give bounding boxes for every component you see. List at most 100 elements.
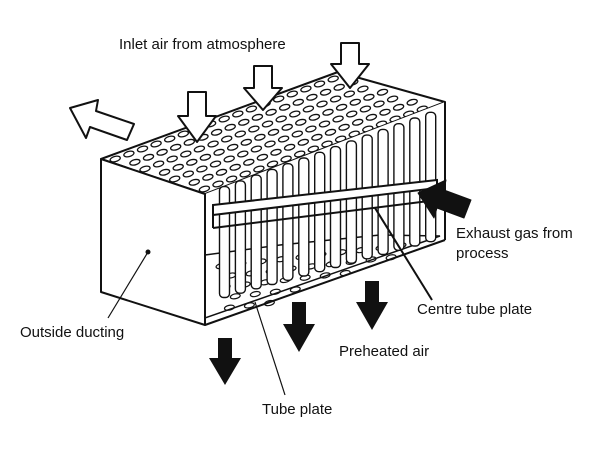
inlet-air-label: Inlet air from atmosphere: [119, 36, 286, 53]
plate-hole: [224, 123, 236, 131]
plate-hole: [248, 125, 260, 133]
plate-hole: [229, 163, 241, 171]
plate-hole: [306, 93, 318, 101]
plate-hole: [302, 105, 315, 113]
plate-hole: [300, 85, 312, 93]
plate-hole: [196, 165, 208, 173]
plate-hole: [225, 175, 238, 183]
plate-hole: [289, 110, 301, 118]
exhaust-gas-label-line2: process: [456, 245, 509, 262]
plate-hole: [209, 160, 222, 168]
plate-hole: [281, 123, 293, 131]
plate-hole: [286, 90, 299, 98]
plate-hole: [280, 155, 292, 163]
plate-hole: [237, 150, 249, 158]
plate-hole: [240, 138, 253, 146]
plate-hole: [295, 118, 307, 126]
plate-hole: [198, 185, 211, 193]
plate-hole: [229, 293, 241, 300]
plate-hole: [199, 153, 212, 161]
plate-hole: [188, 178, 201, 186]
inlet-arrow-left: [177, 91, 217, 143]
plate-hole: [223, 155, 235, 163]
plate-hole: [386, 95, 399, 103]
plate-hole: [305, 125, 317, 133]
preheated-arrow-1: [209, 338, 241, 385]
plate-hole: [182, 170, 195, 178]
plate-hole: [292, 98, 305, 106]
plate-hole: [256, 153, 269, 161]
plate-hole: [322, 108, 334, 116]
tube: [314, 151, 326, 273]
plate-hole: [373, 100, 385, 108]
tube: [234, 180, 247, 294]
plate-hole: [264, 140, 276, 148]
plate-hole: [166, 155, 178, 163]
plate-hole: [129, 158, 141, 166]
plate-hole: [109, 155, 121, 163]
plate-hole: [270, 148, 282, 156]
plate-hole: [267, 128, 280, 136]
plate-hole: [193, 145, 206, 153]
plate-hole: [308, 113, 321, 121]
bottom-right-edge: [204, 239, 446, 326]
plate-hole: [223, 304, 235, 311]
plate-hole: [210, 128, 223, 136]
plate-hole: [307, 145, 320, 153]
plate-hole: [365, 113, 378, 121]
plate-hole: [316, 100, 328, 108]
plate-hole: [232, 110, 244, 118]
plate-hole: [212, 180, 224, 188]
plate-hole: [163, 135, 176, 143]
plate-hole: [139, 165, 151, 173]
plate-hole: [278, 103, 291, 111]
plate-hole: [243, 158, 255, 166]
inlet-arrow-right: [330, 42, 370, 89]
plate-hole: [319, 272, 331, 279]
plate-hole: [327, 75, 339, 83]
plate-hole: [215, 168, 228, 176]
plate-hole: [349, 98, 362, 106]
plate-hole: [351, 118, 364, 126]
plate-hole: [272, 95, 285, 103]
plate-hole: [357, 85, 369, 93]
plate-hole: [376, 88, 389, 96]
plate-hole: [329, 95, 342, 103]
plate-hole: [183, 138, 196, 146]
top-plate-holes: [109, 75, 429, 193]
tube: [282, 162, 294, 281]
plate-hole: [180, 150, 192, 158]
plate-hole: [136, 145, 149, 153]
plate-hole: [261, 120, 274, 128]
exhaust-gas-arrow: [417, 179, 472, 219]
plate-hole: [266, 160, 279, 168]
preheated-arrow-3: [356, 281, 388, 330]
plate-hole: [319, 88, 332, 96]
plate-hole: [348, 130, 360, 138]
plate-hole: [318, 120, 331, 128]
plate-hole: [226, 143, 239, 151]
plate-hole: [321, 140, 333, 148]
plate-hole: [269, 288, 281, 295]
plate-hole: [311, 133, 323, 141]
plate-hole: [245, 105, 258, 113]
plate-hole: [283, 143, 296, 151]
plate-hole: [265, 108, 277, 116]
tube: [425, 111, 437, 243]
plate-hole: [333, 83, 345, 91]
plate-hole: [168, 175, 181, 183]
plate-hole: [213, 148, 225, 156]
plate-hole: [335, 103, 348, 111]
plate-hole: [158, 168, 171, 176]
tube: [345, 140, 358, 264]
plate-hole: [297, 138, 310, 146]
plate-hole: [359, 105, 372, 113]
tube: [329, 145, 342, 269]
inlet-arrow-middle: [243, 65, 283, 111]
plate-hole: [249, 290, 261, 298]
plate-hole: [152, 160, 165, 168]
outside-ducting-leader: [107, 251, 149, 319]
plate-hole: [123, 150, 135, 158]
plate-hole: [275, 115, 287, 123]
